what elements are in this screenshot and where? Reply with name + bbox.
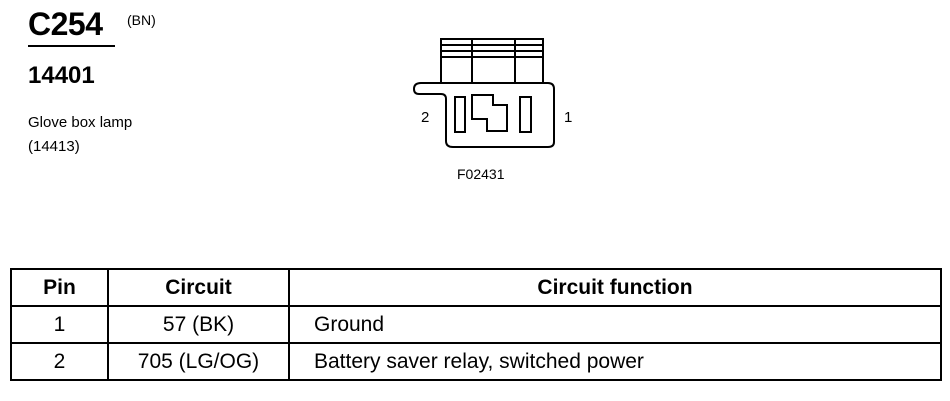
cell-circuit-function: Battery saver relay, switched power xyxy=(288,342,942,381)
pin-1-label: 1 xyxy=(564,109,573,126)
table-row: 2 705 (LG/OG) Battery saver relay, switc… xyxy=(10,342,942,381)
connector-color: (BN) xyxy=(127,12,156,28)
component-name: Glove box lamp xyxy=(28,114,133,131)
keying-feature xyxy=(471,94,508,132)
cell-pin: 2 xyxy=(10,342,109,381)
table-header-row: Pin Circuit Circuit function xyxy=(10,268,942,307)
cell-circuit-function: Ground xyxy=(288,305,942,344)
pin-1-terminal xyxy=(519,96,532,133)
cell-circuit: 57 (BK) xyxy=(107,305,290,344)
component-part-number: (14413) xyxy=(28,138,80,155)
header-circuit-function: Circuit function xyxy=(288,268,942,307)
pin-circuit-table: Pin Circuit Circuit function 1 57 (BK) G… xyxy=(10,268,942,381)
cell-pin: 1 xyxy=(10,305,109,344)
cell-circuit: 705 (LG/OG) xyxy=(107,342,290,381)
connector-id: C254 xyxy=(28,6,103,42)
title-divider xyxy=(28,45,115,47)
header-circuit: Circuit xyxy=(107,268,290,307)
table-row: 1 57 (BK) Ground xyxy=(10,305,942,344)
figure-code: F02431 xyxy=(457,166,505,182)
connector-face-diagram xyxy=(412,38,555,148)
pin-2-label: 2 xyxy=(421,109,430,126)
pin-2-terminal xyxy=(454,96,466,133)
base-part-number: 14401 xyxy=(28,62,95,89)
wire-bundle xyxy=(440,38,544,86)
header-pin: Pin xyxy=(10,268,109,307)
